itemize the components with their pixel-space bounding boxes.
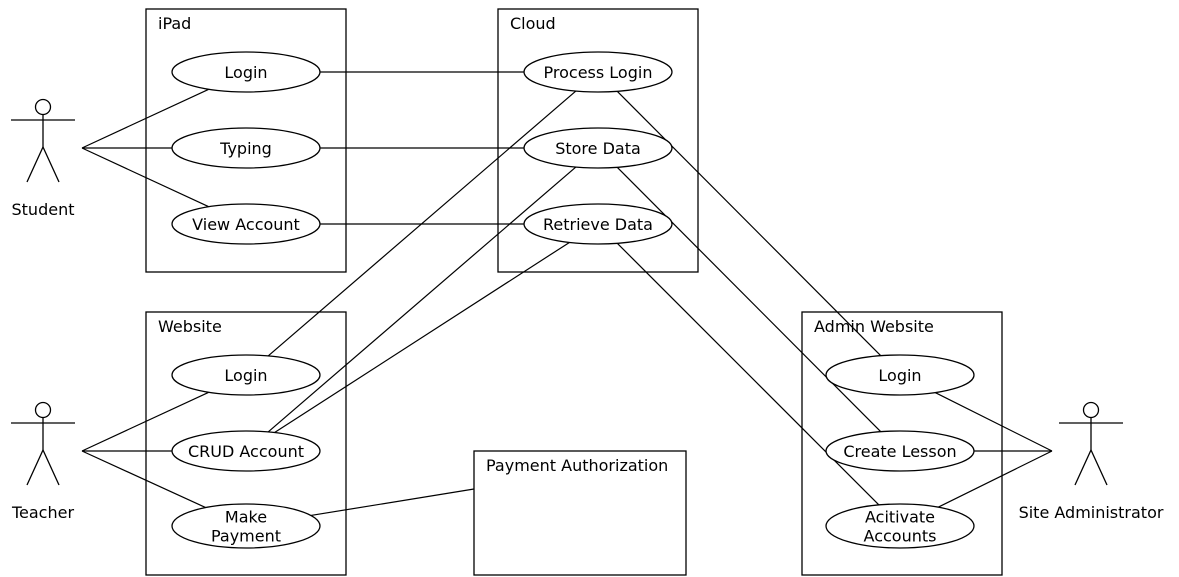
- use-case-ellipse[interactable]: [523, 127, 673, 169]
- use-case-ellipse[interactable]: [825, 503, 975, 549]
- actor-site-admin[interactable]: Site Administrator: [1019, 401, 1164, 523]
- use-case-ellipse[interactable]: [171, 51, 321, 93]
- use-case-ellipse[interactable]: [171, 203, 321, 245]
- use-case-label: View Account: [192, 215, 300, 234]
- system-label: Website: [158, 317, 222, 336]
- associations-layer: [81, 71, 1053, 517]
- association-site-admin-admin-login: [934, 392, 1053, 452]
- use-case-create-lesson[interactable]: Create Lesson: [825, 430, 975, 472]
- system-boundary: [473, 450, 687, 576]
- association-student-ipad-login: [81, 88, 209, 149]
- use-case-label: Make: [225, 508, 267, 527]
- use-case-store-data[interactable]: Store Data: [523, 127, 673, 169]
- association-site-admin-activate-accounts: [937, 450, 1053, 508]
- actor-label: Site Administrator: [1019, 503, 1164, 522]
- actor-label: Student: [12, 200, 75, 219]
- actor-label: Teacher: [11, 503, 74, 522]
- association-store-data-create-lesson: [616, 166, 882, 433]
- use-case-ellipse[interactable]: [523, 51, 673, 93]
- association-student-ipad-view-account: [81, 147, 209, 208]
- actor-teacher[interactable]: Teacher: [11, 401, 75, 523]
- actor-student[interactable]: Student: [11, 98, 75, 220]
- use-case-label: Retrieve Data: [543, 215, 653, 234]
- use-case-ipad-login[interactable]: Login: [171, 51, 321, 93]
- use-case-process-login[interactable]: Process Login: [523, 51, 673, 93]
- use-case-ellipse[interactable]: [825, 354, 975, 396]
- association-teacher-make-payment: [81, 450, 206, 509]
- system-label: Cloud: [510, 14, 556, 33]
- use-case-web-login[interactable]: Login: [171, 354, 321, 396]
- use-case-ipad-typing[interactable]: Typing: [171, 127, 321, 169]
- use-case-label: CRUD Account: [188, 442, 304, 461]
- use-case-label: Create Lesson: [843, 442, 956, 461]
- association-make-payment-payment: [310, 488, 475, 517]
- use-case-label: Process Login: [544, 63, 653, 82]
- system-label: Admin Website: [814, 317, 934, 336]
- use-case-ellipse[interactable]: [523, 203, 673, 245]
- use-case-label: Acitivate: [865, 508, 935, 527]
- use-case-ellipse[interactable]: [171, 127, 321, 169]
- use-case-ellipse[interactable]: [171, 503, 321, 549]
- association-crud-account-retrieve-data: [274, 241, 570, 434]
- use-case-label: Typing: [219, 139, 272, 158]
- use-case-label: Login: [224, 366, 267, 385]
- use-case-label: Accounts: [864, 527, 937, 546]
- association-crud-account-store-data: [267, 166, 577, 433]
- use-case-ipad-view-account[interactable]: View Account: [171, 203, 321, 245]
- use-case-ellipse[interactable]: [171, 354, 321, 396]
- association-process-login-admin-login: [616, 90, 882, 357]
- stick-figure-icon: [11, 98, 75, 183]
- stick-figure-icon: [1059, 401, 1123, 486]
- system-label: iPad: [158, 14, 191, 33]
- use-case-ellipse[interactable]: [825, 430, 975, 472]
- use-case-crud-account[interactable]: CRUD Account: [171, 430, 321, 472]
- stick-figure-icon: [11, 401, 75, 486]
- use-case-label: Login: [224, 63, 267, 82]
- system-label: Payment Authorization: [486, 456, 668, 475]
- association-web-login-process-login: [267, 90, 577, 357]
- use-case-ellipse[interactable]: [171, 430, 321, 472]
- use-case-label: Login: [878, 366, 921, 385]
- use-case-admin-login[interactable]: Login: [825, 354, 975, 396]
- use-case-label: Payment: [211, 527, 281, 546]
- association-teacher-web-login: [81, 391, 209, 452]
- system-box-payment: Payment Authorization: [473, 450, 687, 576]
- use-case-retrieve-data[interactable]: Retrieve Data: [523, 203, 673, 245]
- use-case-label: Store Data: [555, 139, 641, 158]
